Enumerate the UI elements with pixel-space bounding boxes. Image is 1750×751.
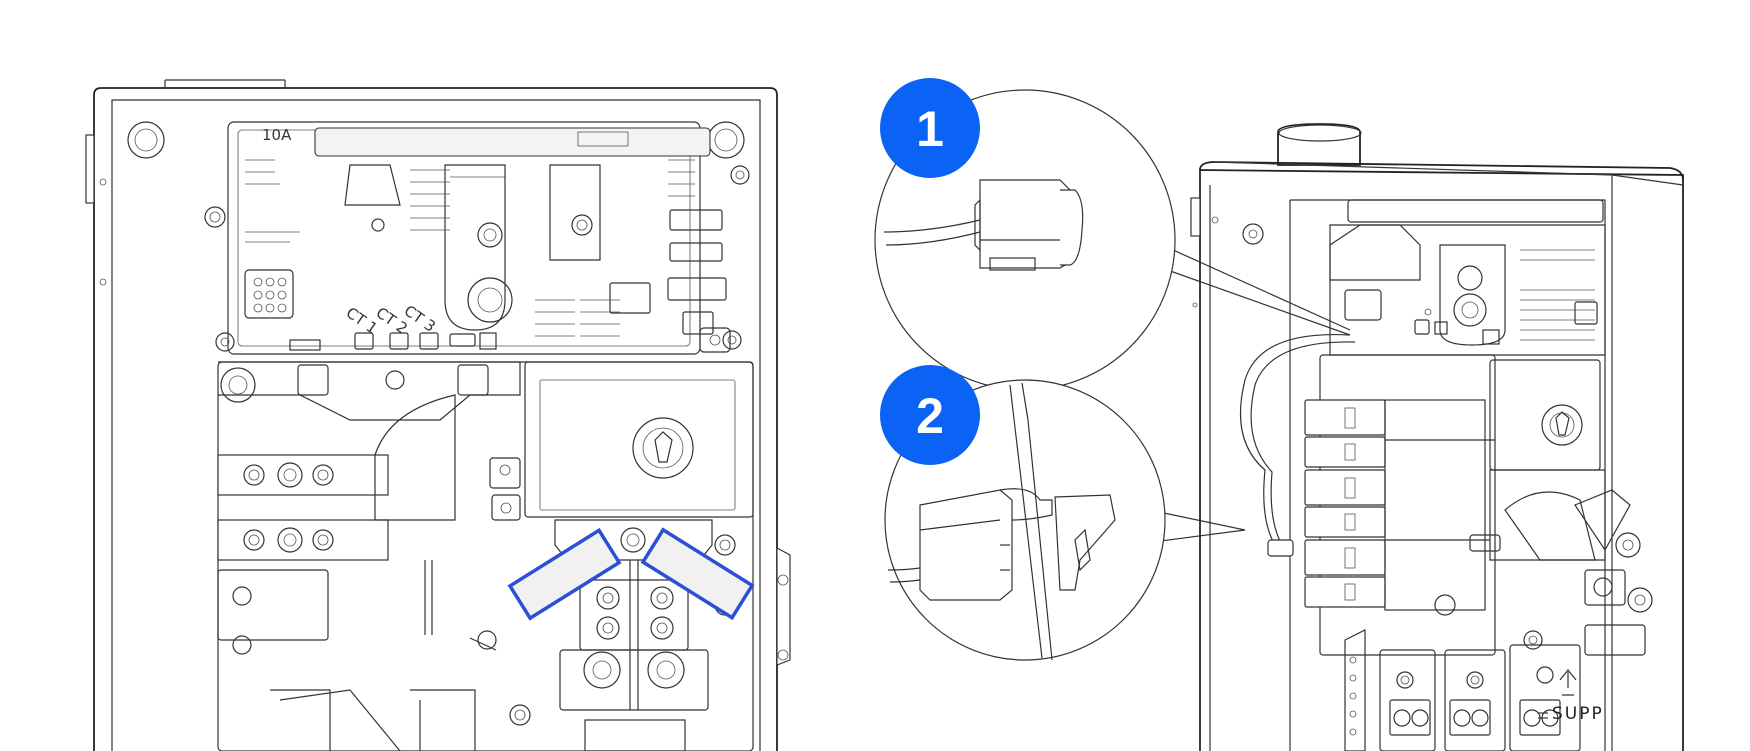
ct-port-1[interactable] — [354, 332, 374, 350]
ct-label-3: CT 3 — [401, 302, 439, 336]
callout-badge-1: 1 — [880, 78, 980, 178]
right-panel-enclosure: SUPP — [1190, 123, 1684, 751]
ct-placement-highlight-right — [640, 527, 755, 621]
badge-number-2: 2 — [916, 388, 944, 444]
left-panel-enclosure: 10A — [85, 79, 791, 751]
rating-mark: 10A — [262, 126, 292, 144]
ct-port-group: CT 1 CT 2 CT 3 — [289, 302, 497, 351]
up-arrow-icon — [1559, 669, 1577, 696]
ct-port-3[interactable] — [419, 332, 439, 350]
callout-badge-2: 2 — [880, 365, 980, 465]
supply-label: SUPP — [1552, 704, 1604, 724]
supply-marking: SUPP — [1538, 669, 1604, 724]
ct-placement-highlight-left — [507, 527, 622, 621]
ct-port-2[interactable] — [389, 332, 409, 350]
badge-number-1: 1 — [916, 101, 944, 157]
